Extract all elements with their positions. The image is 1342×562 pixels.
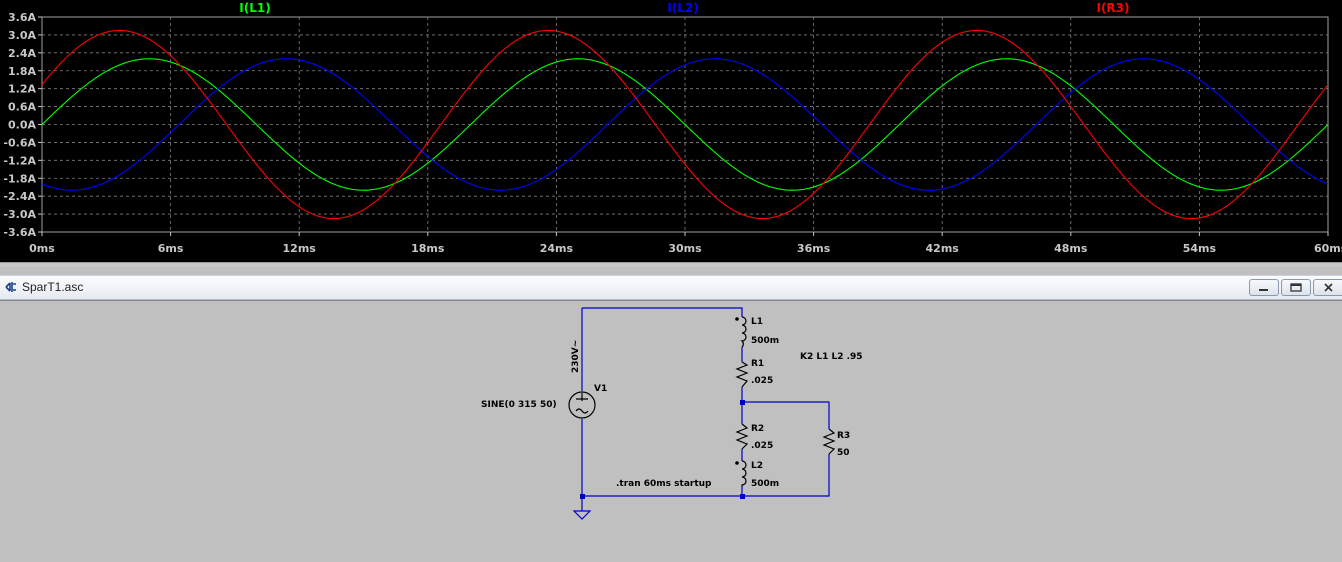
y-tick-label: -1.2A	[3, 154, 36, 167]
x-tick-label: 48ms	[1054, 242, 1088, 255]
x-tick-label: 12ms	[283, 242, 317, 255]
y-tick-label: 3.0A	[8, 29, 36, 42]
y-axis-labels: 3.6A 3.0A 2.4A 1.8A 1.2A 0.6A 0.0A -0.6A -1.2A -1…	[3, 11, 36, 239]
trace-label-il2[interactable]: I(L2)	[667, 1, 698, 15]
source-value-label: SINE(0 315 50)	[481, 400, 557, 410]
r3-value-label: 50	[837, 448, 850, 458]
schematic-canvas[interactable]: 230V~ V1 SINE(0 315 50) L1 500m R1 .025 …	[0, 300, 1342, 562]
r3-name-label: R3	[837, 431, 850, 441]
inductor-l1[interactable]	[735, 316, 747, 348]
trace-legend[interactable]: I(L1) I(L2) I(R3)	[239, 1, 1129, 15]
r1-value-label: .025	[751, 376, 773, 386]
trace-label-il1[interactable]: I(L1)	[239, 1, 270, 15]
junctions	[580, 400, 745, 499]
r2-value-label: .025	[751, 441, 773, 451]
x-tick-label: 54ms	[1183, 242, 1217, 255]
inductor-l2[interactable]	[735, 460, 747, 488]
resistor-r1[interactable]	[735, 361, 749, 388]
y-tick-label: 3.6A	[8, 11, 36, 24]
resistor-r3[interactable]	[822, 428, 836, 455]
r1-name-label: R1	[751, 359, 764, 369]
plot-traces	[41, 29, 1329, 220]
voltage-source-v1[interactable]	[568, 391, 596, 419]
l1-value-label: 500m	[751, 336, 779, 346]
y-tick-label: 2.4A	[8, 47, 36, 60]
x-axis-labels: 0ms 6ms 12ms 18ms 24ms 30ms 36ms 42ms 48ms 54ms 60…	[29, 242, 1342, 255]
x-tick-label: 42ms	[926, 242, 960, 255]
tran-directive[interactable]: .tran 60ms startup	[616, 479, 712, 489]
l2-value-label: 500m	[751, 479, 779, 489]
y-tick-label: 1.2A	[8, 83, 36, 96]
y-tick-label: 1.8A	[8, 65, 36, 78]
close-button[interactable]	[1313, 279, 1342, 296]
l1-name-label: L1	[751, 317, 763, 327]
schematic-titlebar[interactable]: SparT1.asc	[0, 275, 1342, 300]
y-tick-label: -3.0A	[3, 208, 36, 221]
trace-il2[interactable]	[41, 58, 1329, 191]
x-tick-label: 60ms	[1314, 242, 1342, 255]
l2-name-label: L2	[751, 461, 763, 471]
restore-button[interactable]	[1281, 279, 1311, 296]
y-tick-label: -2.4A	[3, 190, 36, 203]
source-voltage-label: 230V~	[571, 340, 581, 373]
x-tick-label: 24ms	[540, 242, 574, 255]
pane-splitter[interactable]	[0, 262, 1342, 268]
waveform-plot[interactable]: 3.6A 3.0A 2.4A 1.8A 1.2A 0.6A 0.0A -0.6A -1.2A -1…	[0, 0, 1342, 262]
y-tick-label: 0.0A	[8, 119, 36, 132]
resistor-r2[interactable]	[735, 423, 749, 450]
trace-ir3[interactable]	[41, 29, 1329, 220]
x-tick-label: 30ms	[668, 242, 702, 255]
trace-il1[interactable]	[41, 58, 1329, 191]
ground-symbol[interactable]	[572, 510, 592, 520]
minimize-icon	[1259, 289, 1268, 291]
wires[interactable]	[581, 307, 830, 511]
plot-grid	[38, 16, 1329, 236]
x-tick-label: 18ms	[411, 242, 445, 255]
r2-name-label: R2	[751, 424, 764, 434]
trace-label-ir3[interactable]: I(R3)	[1096, 1, 1129, 15]
minimize-button[interactable]	[1249, 279, 1279, 296]
source-name-label: V1	[594, 384, 607, 394]
waveform-plot-pane[interactable]: 3.6A 3.0A 2.4A 1.8A 1.2A 0.6A 0.0A -0.6A -1.2A -1…	[0, 0, 1342, 262]
restore-icon	[1290, 283, 1302, 292]
ltspice-app-icon	[5, 282, 16, 292]
y-tick-label: 0.6A	[8, 101, 36, 114]
y-tick-label: -1.8A	[3, 172, 36, 185]
circuit-schematic[interactable]: 230V~ V1 SINE(0 315 50) L1 500m R1 .025 …	[0, 301, 1342, 562]
x-tick-label: 36ms	[797, 242, 831, 255]
x-tick-label: 6ms	[158, 242, 184, 255]
x-tick-label: 0ms	[29, 242, 55, 255]
window-title: SparT1.asc	[22, 280, 84, 294]
close-icon	[1324, 283, 1333, 292]
y-tick-label: -3.6A	[3, 226, 36, 239]
y-tick-label: -0.6A	[3, 136, 36, 149]
schematic-window[interactable]: SparT1.asc	[0, 267, 1342, 561]
coupling-directive[interactable]: K2 L1 L2 .95	[800, 352, 863, 362]
